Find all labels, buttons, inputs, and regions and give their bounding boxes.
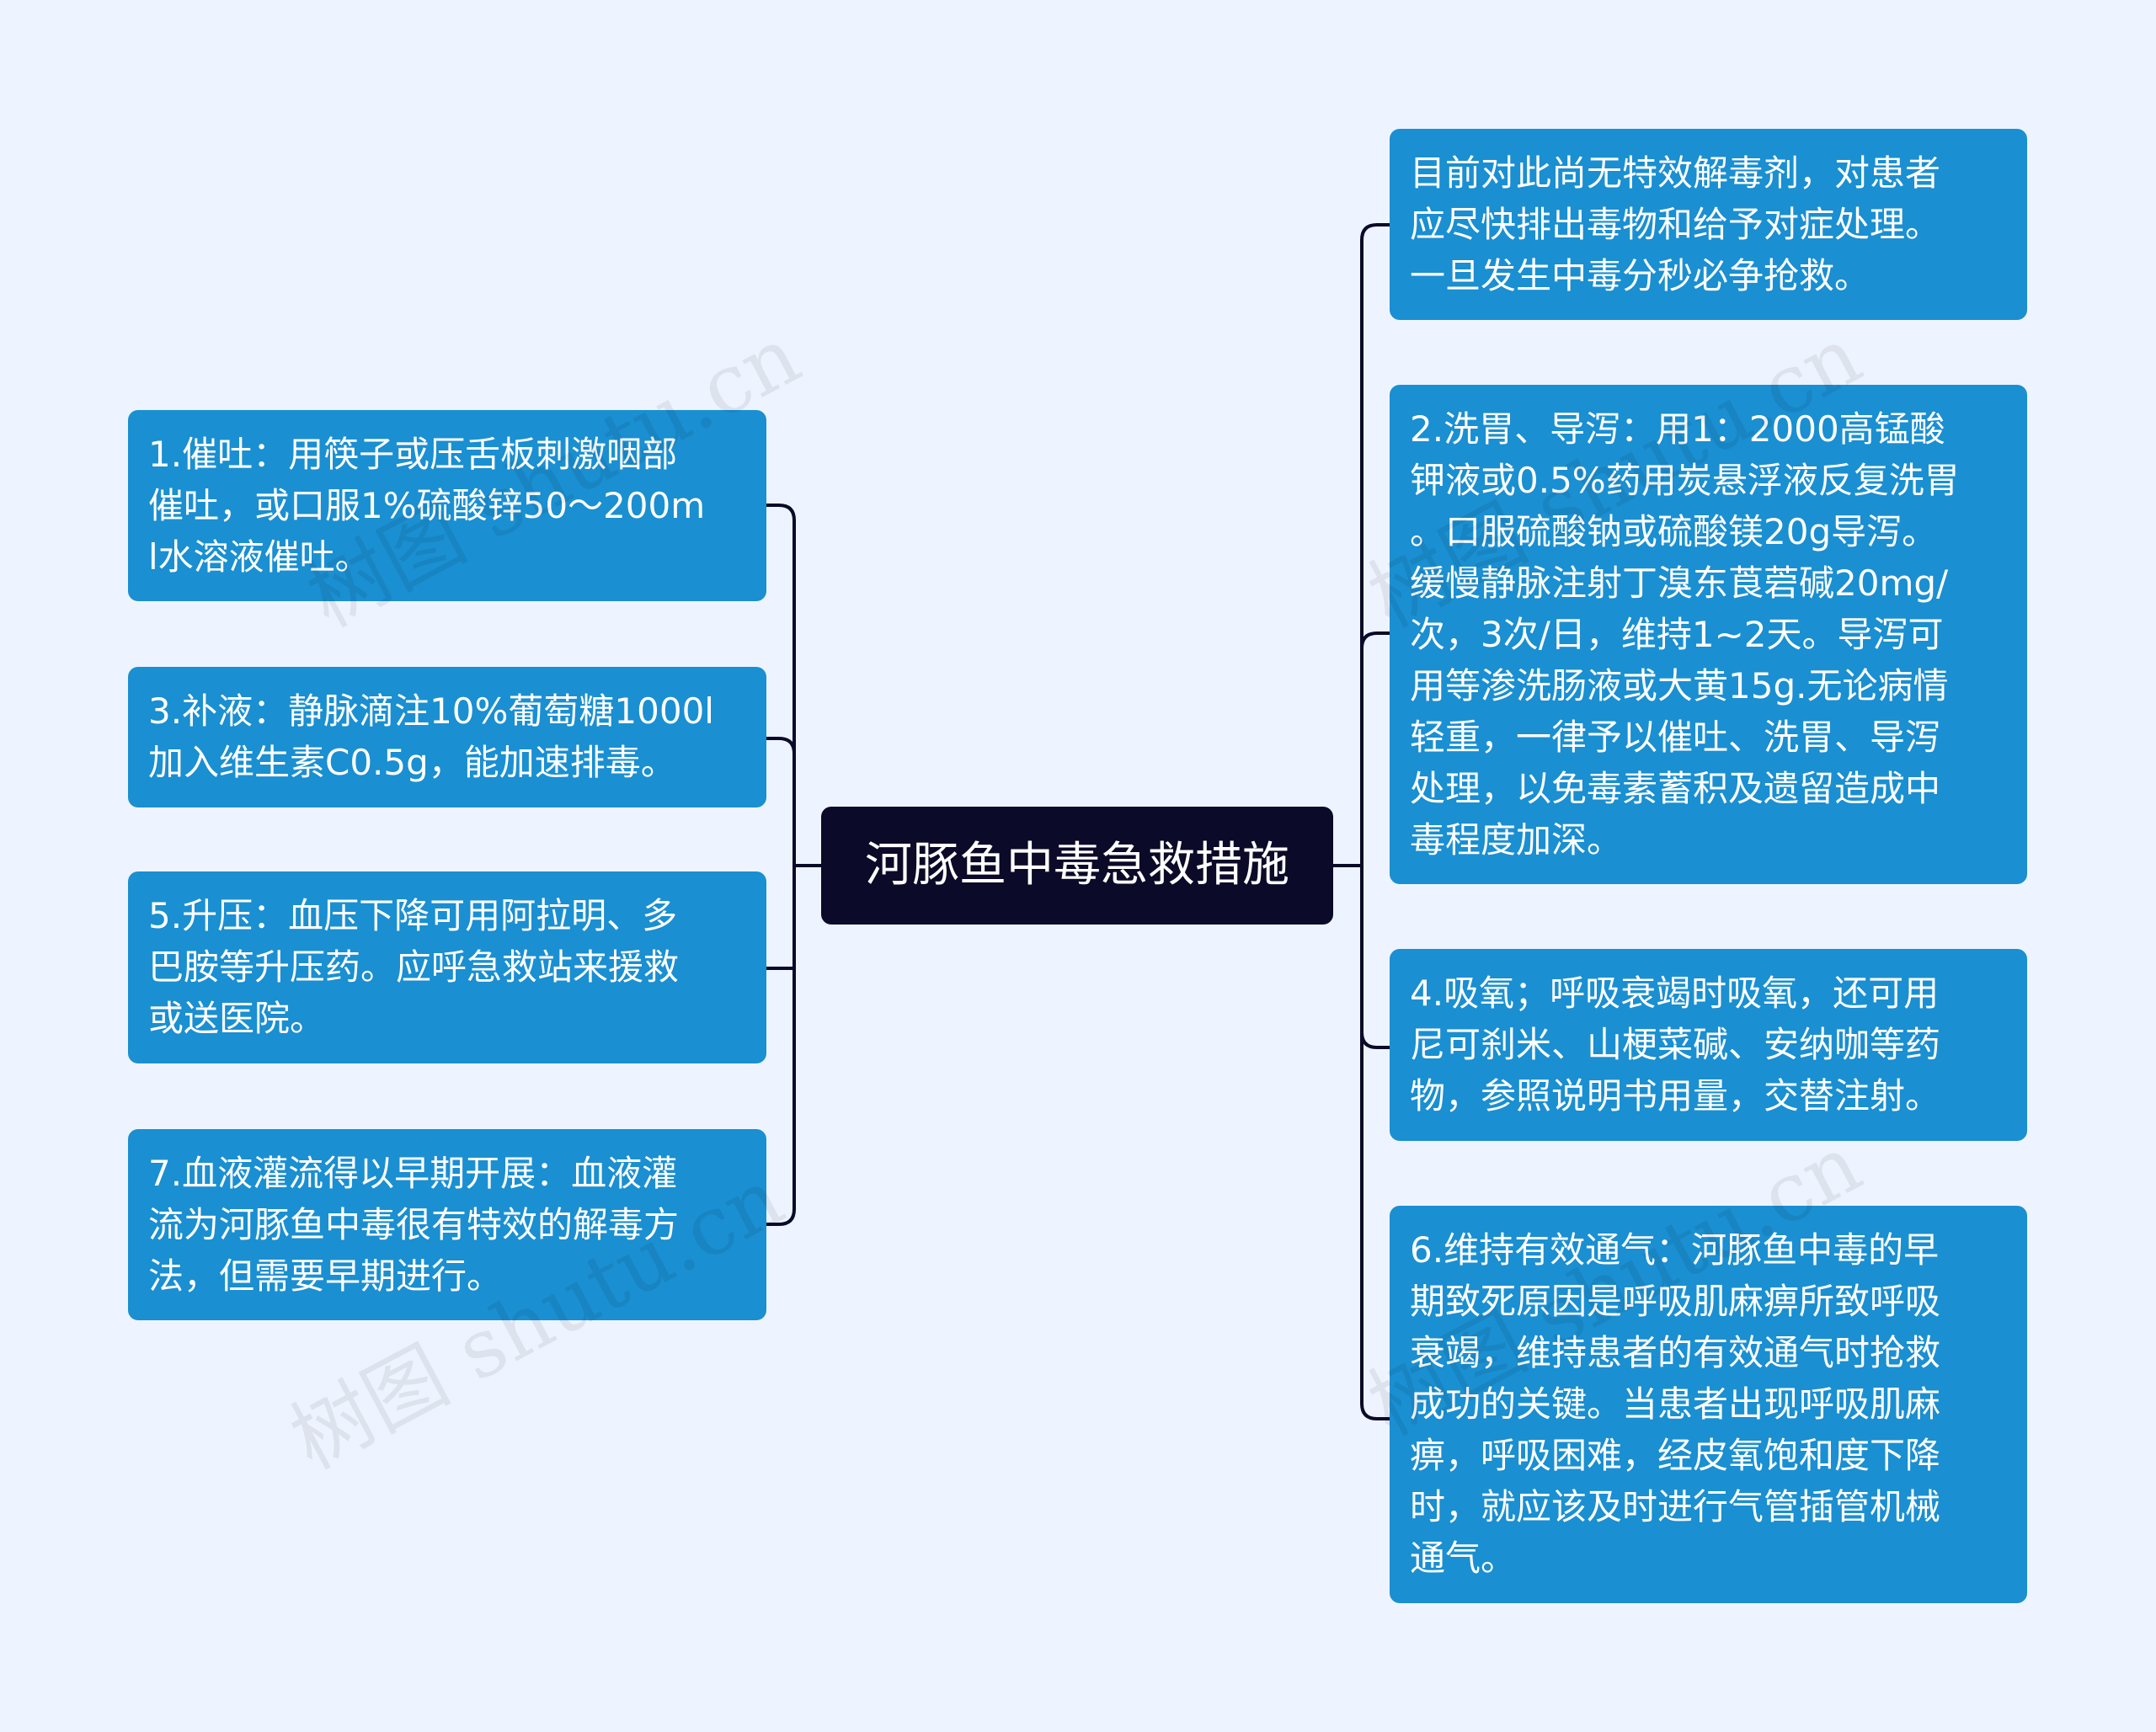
- root-node[interactable]: 河豚鱼中毒急救措施: [821, 807, 1333, 925]
- link-right-0: [1360, 223, 1391, 242]
- link-right-2: [1360, 632, 1391, 650]
- link-right-6: [1360, 1402, 1391, 1420]
- left-node-5[interactable]: 5.升压：血压下降可用阿拉明、多 巴胺等升压药。应呼急救站来援救 或送医院。: [128, 871, 766, 1063]
- link-left-7: [765, 1207, 796, 1226]
- link-left-3: [765, 737, 796, 755]
- right-node-4[interactable]: 4.吸氧；呼吸衰竭时吸氧，还可用 尼可刹米、山梗菜碱、安纳咖等药 物，参照说明书…: [1390, 949, 2027, 1141]
- right-node-2[interactable]: 2.洗胃、导泻：用1：2000高锰酸 钾液或0.5%药用炭悬浮液反复洗胃 。口服…: [1390, 385, 2027, 884]
- right-node-6[interactable]: 6.维持有效通气：河豚鱼中毒的早 期致死原因是呼吸肌麻痹所致呼吸 衰竭，维持患者…: [1390, 1206, 2027, 1603]
- right-node-intro[interactable]: 目前对此尚无特效解毒剂，对患者 应尽快排出毒物和给予对症处理。 一旦发生中毒分秒…: [1390, 129, 2027, 320]
- left-node-1[interactable]: 1.催吐：用筷子或压舌板刺激咽部 催吐，或口服1%硫酸锌50～200m l水溶液…: [128, 410, 766, 601]
- root-label: 河豚鱼中毒急救措施: [865, 838, 1289, 893]
- link-left-1: [765, 504, 796, 522]
- link-right-4: [1360, 1031, 1391, 1049]
- left-node-7[interactable]: 7.血液灌流得以早期开展：血液灌 流为河豚鱼中毒很有特效的解毒方 法，但需要早期…: [128, 1129, 766, 1320]
- left-node-3[interactable]: 3.补液：静脉滴注10%葡萄糖1000l 加入维生素C0.5g，能加速排毒。: [128, 667, 766, 807]
